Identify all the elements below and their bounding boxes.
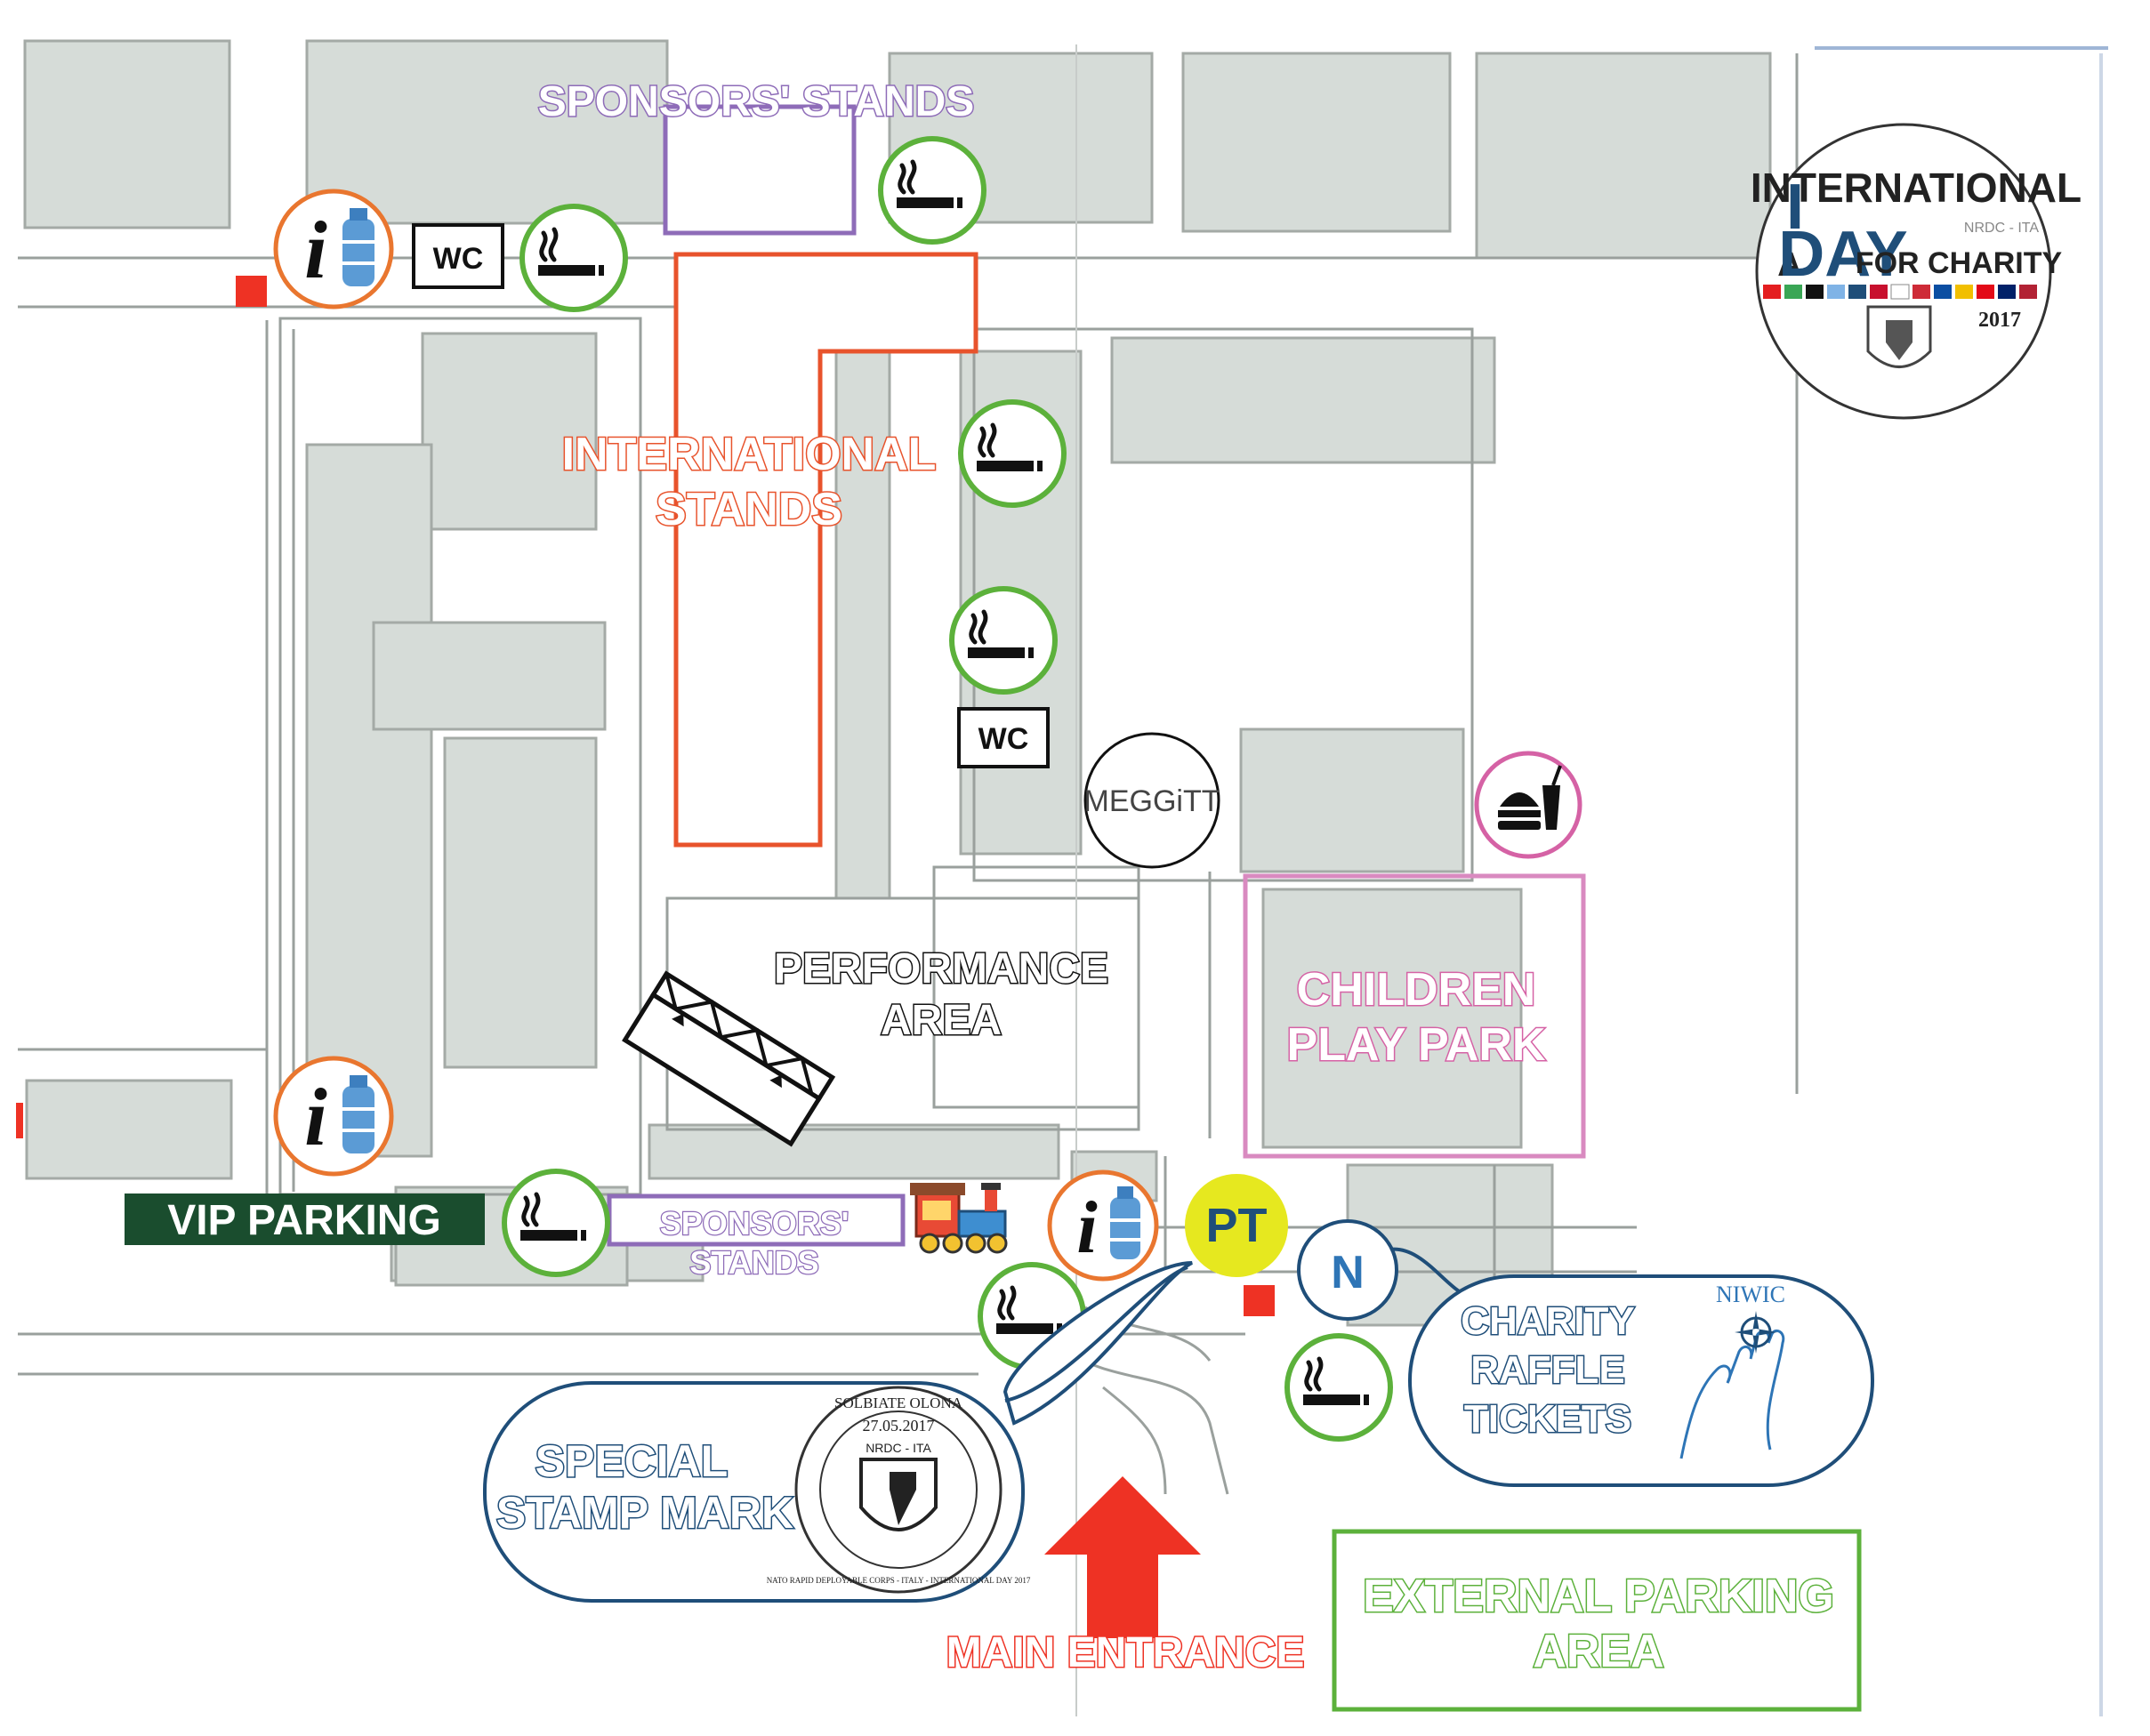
gate-marker-pt [1244,1285,1275,1316]
external-parking-label-line2: AREA [1533,1626,1663,1677]
gate-marker-left-edge [16,1103,23,1138]
wc-marker[interactable]: WC [412,223,504,289]
meggitt-sponsor-marker[interactable]: MEGGiTT [1083,732,1220,869]
info-point-marker[interactable]: i [273,189,394,309]
logo-international: INTERNATIONAL [1751,165,2082,211]
external-parking-area-zone[interactable]: EXTERNAL PARKING AREA [1332,1529,1862,1712]
performance-area-zone[interactable]: PERFORMANCE AREA [772,944,1109,1046]
performance-area-label-line2: AREA [881,997,1002,1044]
food-drink-icon [1498,765,1562,830]
stamp-date: 27.05.2017 [863,1417,935,1435]
wc-label: WC [978,722,1029,756]
food-drink-marker[interactable] [1474,751,1582,859]
stamp-badge-text: NRDC - ITA [866,1441,931,1455]
niwic-logo: NIWIC [1679,1282,1785,1459]
children-play-park-label-line1: CHILDREN [1297,964,1536,1016]
charity-raffle-label-line2: RAFFLE [1470,1348,1625,1392]
info-point-marker[interactable]: i [273,1056,394,1177]
smoking-area-icon[interactable] [958,399,1067,508]
wc-label: WC [433,242,484,276]
entrance-arrow-icon [1044,1476,1201,1638]
stage-truss-icon [622,970,836,1147]
special-stamp-mark-callout[interactable]: SPECIAL STAMP MARK SOLBIATE OLONA 27.05.… [483,1261,1193,1603]
logo-day: DAY [1778,219,1907,290]
sponsors-stands-top-label: SPONSORS' STANDS [538,78,975,125]
vip-parking-label: VIP PARKING [167,1197,441,1244]
smoking-area-icon[interactable] [502,1169,610,1277]
water-bottle-icon [342,208,374,286]
smoking-area-icon[interactable] [519,204,628,312]
external-parking-label-line1: EXTERNAL PARKING [1363,1571,1834,1622]
gate-marker-top-left [236,276,267,307]
charity-raffle-label-line1: CHARITY [1461,1299,1635,1343]
niwic-label: NIWIC [1716,1282,1785,1307]
info-point-icon: i [304,205,327,295]
smoking-area-icon[interactable] [878,136,986,245]
children-play-park-label-line2: PLAY PARK [1287,1019,1546,1071]
sponsors-stands-bottom-label-line1: SPONSORS' [660,1205,850,1242]
nato-compass-icon [1735,1311,1777,1354]
charity-raffle-tickets-callout[interactable]: CHARITY RAFFLE TICKETS NIWIC [1408,1274,1874,1487]
stamp-place: SOLBIATE OLONA [834,1394,963,1411]
international-stands-zone[interactable] [673,252,978,848]
water-bottle-icon [342,1075,374,1153]
toy-train-icon[interactable] [910,1183,1008,1254]
logo-letter-a: A [1777,246,1801,284]
logo-nrdc: NRDC - ITA [1964,221,2039,236]
children-play-park-zone[interactable] [1243,873,1586,1159]
special-stamp-label-line2: STAMP MARK [496,1488,793,1538]
info-point-marker[interactable]: i [1047,1169,1159,1282]
info-point-icon: i [1076,1186,1097,1269]
water-bottle-icon [1110,1186,1140,1259]
flags-strip [1763,284,2037,300]
sponsors-stands-bottom-label-line2: STANDS [689,1244,818,1281]
event-logo: I INTERNATIONAL NRDC - ITA A DAY FOR CHA… [1751,123,2082,420]
wc-marker[interactable]: WC [957,707,1050,768]
commemorative-stamp: SOLBIATE OLONA 27.05.2017 NRDC - ITA NAT… [767,1386,1031,1594]
info-point-icon: i [304,1072,327,1162]
main-entrance[interactable]: MAIN ENTRANCE [945,1476,1306,1678]
pt-label: PT [1205,1199,1267,1252]
international-stands-label-line2: STANDS [656,484,842,535]
vip-parking-zone[interactable]: VIP PARKING [125,1194,485,1245]
meggitt-label: MEGGiTT [1084,784,1220,818]
sponsors-stands-top-zone[interactable] [663,104,857,236]
logo-for-charity: FOR CHARITY [1856,246,2063,280]
performance-area-label-line1: PERFORMANCE [774,945,1108,993]
pt-marker[interactable]: PT [1185,1174,1288,1277]
international-stands-label-line1: INTERNATIONAL [562,429,937,480]
north-label: N [1331,1247,1365,1298]
smoking-area-icon[interactable] [1284,1333,1393,1442]
logo-big-i: I [1786,172,1804,243]
charity-raffle-label-line3: TICKETS [1464,1397,1631,1441]
smoking-area-icon[interactable] [949,586,1058,695]
stamp-ring-text: NATO RAPID DEPLOYABLE CORPS - ITALY - IN… [767,1576,1031,1585]
logo-year: 2017 [1978,309,2021,332]
special-stamp-label-line1: SPECIAL [535,1436,729,1486]
main-entrance-label: MAIN ENTRANCE [946,1629,1305,1676]
